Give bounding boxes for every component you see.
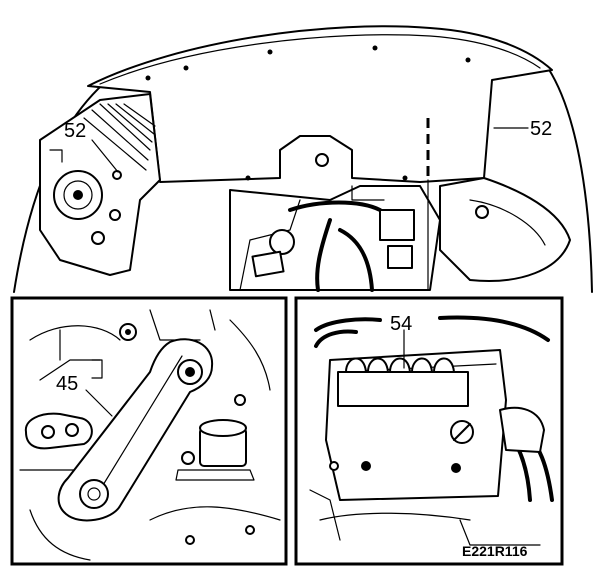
right-strut-area — [439, 177, 571, 282]
gasket-hole-1 — [41, 425, 55, 439]
hoses-main — [288, 200, 382, 292]
manifold-line — [239, 199, 301, 291]
unit-bolt-left — [329, 461, 339, 471]
inset-left-background — [19, 309, 281, 561]
unit-dot-right — [451, 463, 461, 473]
engine-parts — [251, 185, 415, 278]
inset-right: 54 E221R116 — [294, 296, 564, 566]
callout-52-right: 52 — [530, 118, 552, 140]
strut-curve — [469, 199, 546, 246]
bracket-bolt-bottom — [79, 479, 109, 509]
connector-pins — [345, 357, 455, 373]
engine-cover-panel — [87, 25, 553, 183]
gasket-hole-2 — [65, 423, 79, 437]
belt-cover-hatching — [83, 103, 156, 171]
strut-bolt — [475, 205, 489, 219]
main-engine-bay-view: 52 52 — [13, 25, 593, 293]
callout-52-left: 52 — [64, 120, 86, 142]
bracket-45 — [57, 338, 214, 522]
unit-connector-block — [337, 371, 469, 407]
callout-54: 54 — [390, 313, 412, 335]
mounting-screw — [450, 420, 474, 444]
callout-45: 45 — [56, 373, 78, 395]
leader-45 — [85, 389, 113, 417]
pulley — [53, 170, 122, 245]
sensor-component — [175, 419, 255, 481]
gasket-plate — [24, 412, 93, 450]
bracket-detail — [49, 149, 63, 163]
bracket-inner-edge — [99, 355, 183, 491]
leader-52-left — [91, 139, 119, 173]
body-outline-right — [547, 67, 593, 293]
inset-right-cables — [309, 315, 554, 546]
unit-dot-left — [361, 461, 371, 471]
cover-holes — [145, 45, 471, 181]
figure-code: E221R116 — [462, 543, 528, 559]
side-hose — [499, 406, 545, 453]
inset-left: 45 — [10, 296, 288, 566]
cover-inner-edge — [99, 34, 541, 85]
